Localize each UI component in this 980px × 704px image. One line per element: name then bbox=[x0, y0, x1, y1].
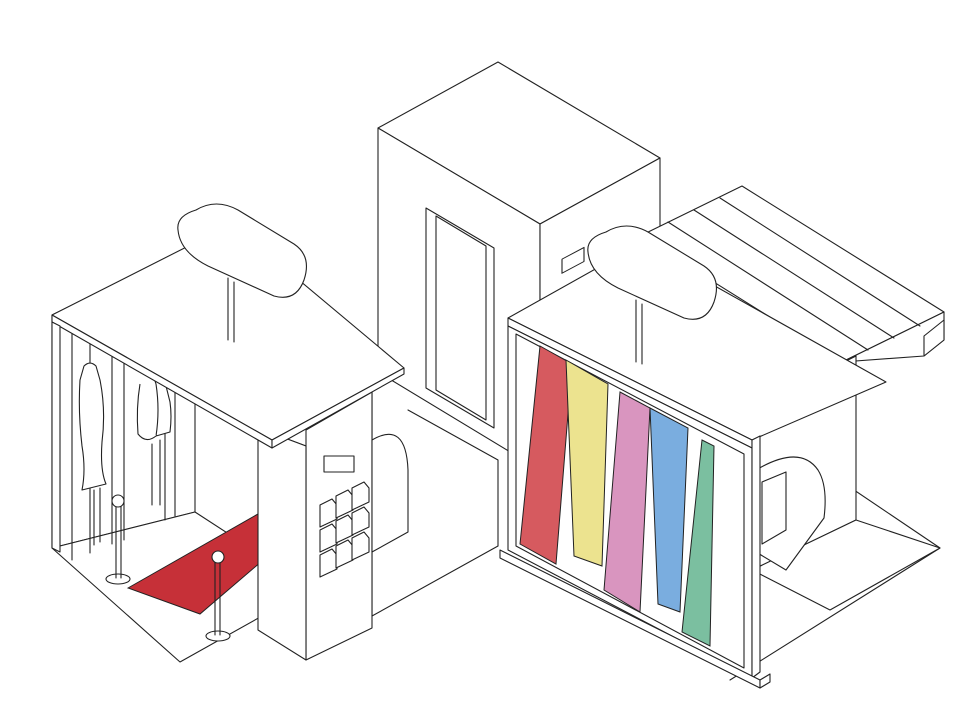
left-booth bbox=[51, 203, 409, 663]
ground-line-center bbox=[407, 409, 499, 547]
wall-box bbox=[561, 246, 585, 274]
color-panel-green bbox=[681, 439, 715, 647]
color-panel-pink bbox=[603, 391, 651, 613]
color-panel-yellow bbox=[565, 359, 609, 567]
small-sign bbox=[323, 455, 355, 473]
hanging-shirt-icon bbox=[319, 481, 370, 578]
color-panel-red bbox=[519, 345, 573, 565]
right-booth bbox=[499, 185, 945, 689]
pergola-icon bbox=[639, 185, 945, 363]
left-curved-bench bbox=[371, 433, 409, 553]
signboard-icon bbox=[587, 225, 717, 365]
door-icon bbox=[425, 207, 495, 429]
stanchion-post-icon bbox=[105, 494, 131, 585]
right-booth-floor bbox=[751, 519, 941, 611]
stanchion-post-icon bbox=[205, 550, 231, 642]
color-panel-blue bbox=[649, 407, 689, 613]
ground-line-left bbox=[371, 545, 499, 617]
dress-form-icon bbox=[78, 362, 107, 546]
signboard-icon bbox=[177, 203, 307, 343]
